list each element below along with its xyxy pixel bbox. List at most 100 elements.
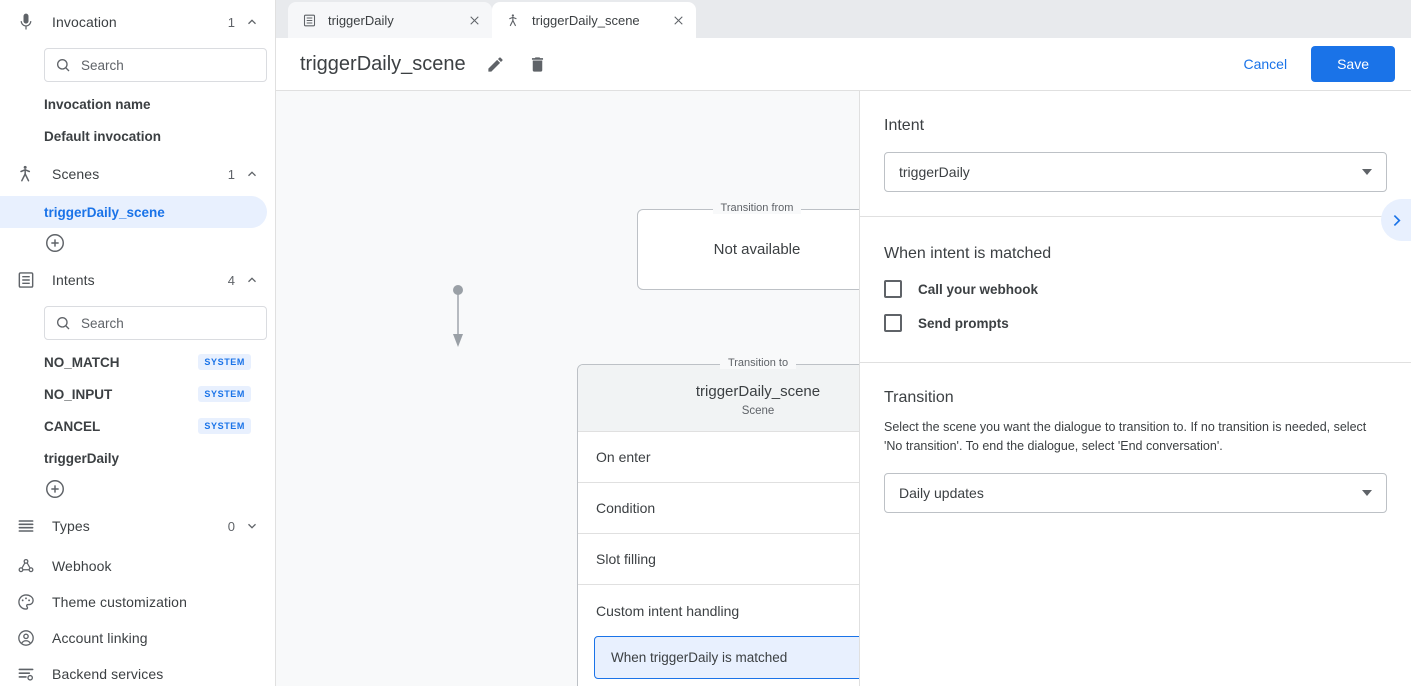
scene-row-label: Custom intent handling bbox=[596, 602, 740, 619]
tab-label: triggerDaily_scene bbox=[532, 12, 640, 28]
page-title: triggerDaily_scene bbox=[300, 52, 466, 75]
sidebar: Invocation 1 Invocation name Default inv… bbox=[0, 0, 276, 686]
content-body: Transition from Not available Transition… bbox=[276, 91, 1411, 686]
sidebar-item-default-invocation[interactable]: Default invocation bbox=[0, 120, 267, 152]
scene-card: Transition to triggerDaily_scene Scene O… bbox=[577, 357, 859, 686]
sidebar-group-label: Invocation bbox=[52, 14, 117, 30]
checkbox-row-call-your-webhook[interactable]: Call your webhook bbox=[884, 280, 1387, 298]
scene-card-subtitle: Scene bbox=[741, 405, 775, 417]
sidebar-item-label: Webhook bbox=[52, 558, 112, 574]
types-icon bbox=[14, 514, 38, 538]
intents-search-box[interactable] bbox=[44, 306, 267, 340]
sidebar-group-count: 0 bbox=[227, 518, 235, 534]
add-scene-row bbox=[0, 228, 275, 258]
scene-row-slot-filling[interactable]: Slot filling + bbox=[578, 534, 859, 585]
add-circle-icon[interactable] bbox=[44, 232, 66, 254]
intent-handler-wrap: When triggerDaily is matched bbox=[578, 636, 859, 686]
cancel-button[interactable]: Cancel bbox=[1231, 48, 1299, 80]
sidebar-item-label: Backend services bbox=[52, 666, 164, 682]
scene-graph-canvas[interactable]: Transition from Not available Transition… bbox=[276, 91, 860, 686]
checkbox-label: Send prompts bbox=[918, 315, 1009, 331]
sidebar-item-triggerdaily-scene[interactable]: triggerDaily_scene bbox=[0, 196, 267, 228]
details-panel: Intent triggerDaily When intent is match… bbox=[860, 91, 1411, 686]
search-icon bbox=[55, 57, 71, 73]
sidebar-item-no-match[interactable]: NO_MATCH SYSTEM bbox=[0, 346, 267, 378]
sidebar-group-label: Intents bbox=[52, 272, 95, 288]
invocation-search-box[interactable] bbox=[44, 48, 267, 82]
status-badge: SYSTEM bbox=[198, 386, 251, 402]
microphone-icon bbox=[14, 10, 38, 34]
intents-search-input[interactable] bbox=[81, 315, 256, 331]
sidebar-group-types[interactable]: Types 0 bbox=[0, 504, 275, 548]
status-badge: SYSTEM bbox=[198, 418, 251, 434]
sidebar-item-label: triggerDaily bbox=[44, 450, 120, 466]
sidebar-item-cancel[interactable]: CANCEL SYSTEM bbox=[0, 410, 267, 442]
dropdown-caret-icon bbox=[1362, 489, 1372, 496]
save-button[interactable]: Save bbox=[1311, 46, 1395, 82]
when-intent-matched-section: When intent is matched Call your webhook… bbox=[860, 217, 1411, 363]
close-icon[interactable] bbox=[670, 12, 686, 28]
checkbox-label: Call your webhook bbox=[918, 281, 1039, 297]
transition-from-card[interactable]: Transition from Not available bbox=[637, 202, 859, 290]
sidebar-item-label: Account linking bbox=[52, 630, 148, 646]
chevron-up-icon[interactable] bbox=[245, 15, 259, 29]
sidebar-item-triggerdaily[interactable]: triggerDaily bbox=[0, 442, 267, 474]
add-intent-row bbox=[0, 474, 275, 504]
chevron-right-icon[interactable] bbox=[1381, 199, 1411, 241]
transition-select[interactable]: Daily updates bbox=[884, 472, 1387, 513]
scene-card-title: triggerDaily_scene bbox=[695, 383, 821, 400]
sidebar-item-label: CANCEL bbox=[44, 418, 101, 434]
sidebar-item-label: NO_MATCH bbox=[44, 354, 120, 370]
checkbox-row-send-prompts[interactable]: Send prompts bbox=[884, 314, 1387, 332]
tab-triggerdaily-scene[interactable]: triggerDaily_scene bbox=[492, 2, 696, 38]
sidebar-item-webhook[interactable]: Webhook bbox=[0, 548, 275, 584]
scene-icon bbox=[506, 13, 522, 28]
scene-row-custom-intent-handling[interactable]: Custom intent handling + bbox=[578, 585, 859, 636]
sidebar-group-label: Types bbox=[52, 518, 90, 534]
intent-handler-triggerdaily[interactable]: When triggerDaily is matched bbox=[594, 636, 859, 679]
webhook-icon bbox=[14, 554, 38, 578]
sidebar-item-label: Default invocation bbox=[44, 128, 162, 144]
sidebar-item-backend-services[interactable]: Backend services bbox=[0, 656, 275, 686]
invocation-search-input[interactable] bbox=[81, 57, 256, 73]
sidebar-group-scenes[interactable]: Scenes 1 bbox=[0, 152, 275, 196]
close-icon[interactable] bbox=[466, 12, 482, 28]
sidebar-item-theme-customization[interactable]: Theme customization bbox=[0, 584, 275, 620]
scene-row-label: On enter bbox=[596, 449, 651, 465]
scene-row-on-enter[interactable]: On enter + bbox=[578, 432, 859, 483]
account-icon bbox=[14, 626, 38, 650]
call-webhook-checkbox[interactable] bbox=[884, 280, 902, 298]
tab-label: triggerDaily bbox=[328, 12, 394, 28]
tab-bar: triggerDaily triggerDaily_scene bbox=[276, 0, 1411, 38]
scene-icon bbox=[14, 162, 38, 186]
tab-triggerdaily[interactable]: triggerDaily bbox=[288, 2, 492, 38]
intent-heading: Intent bbox=[884, 117, 925, 134]
send-prompts-checkbox[interactable] bbox=[884, 314, 902, 332]
sidebar-item-account-linking[interactable]: Account linking bbox=[0, 620, 275, 656]
sidebar-group-count: 4 bbox=[227, 272, 235, 288]
transition-select-value: Daily updates bbox=[899, 484, 984, 501]
intent-select[interactable]: triggerDaily bbox=[884, 152, 1387, 192]
sidebar-item-no-input[interactable]: NO_INPUT SYSTEM bbox=[0, 378, 267, 410]
sidebar-item-invocation-name[interactable]: Invocation name bbox=[0, 88, 267, 120]
page-header: triggerDaily_scene Cancel Save bbox=[276, 38, 1411, 91]
add-circle-icon[interactable] bbox=[44, 478, 66, 500]
scene-row-condition[interactable]: Condition + bbox=[578, 483, 859, 534]
sidebar-group-invocation[interactable]: Invocation 1 bbox=[0, 0, 275, 44]
intents-search-wrap bbox=[0, 302, 275, 346]
chevron-up-icon[interactable] bbox=[245, 273, 259, 287]
sidebar-group-intents[interactable]: Intents 4 bbox=[0, 258, 275, 302]
transition-from-value: Not available bbox=[713, 241, 801, 258]
chevron-down-icon[interactable] bbox=[245, 519, 259, 533]
status-badge: SYSTEM bbox=[198, 354, 251, 370]
chevron-up-icon[interactable] bbox=[245, 167, 259, 181]
trash-icon[interactable] bbox=[526, 52, 550, 76]
intent-select-value: triggerDaily bbox=[899, 164, 970, 180]
pencil-icon[interactable] bbox=[484, 52, 508, 76]
transition-description: Select the scene you want the dialogue t… bbox=[884, 420, 1367, 454]
sidebar-group-count: 1 bbox=[227, 166, 235, 182]
backend-icon bbox=[14, 662, 38, 686]
sidebar-item-label: NO_INPUT bbox=[44, 386, 113, 402]
sidebar-item-label: triggerDaily_scene bbox=[44, 204, 165, 220]
